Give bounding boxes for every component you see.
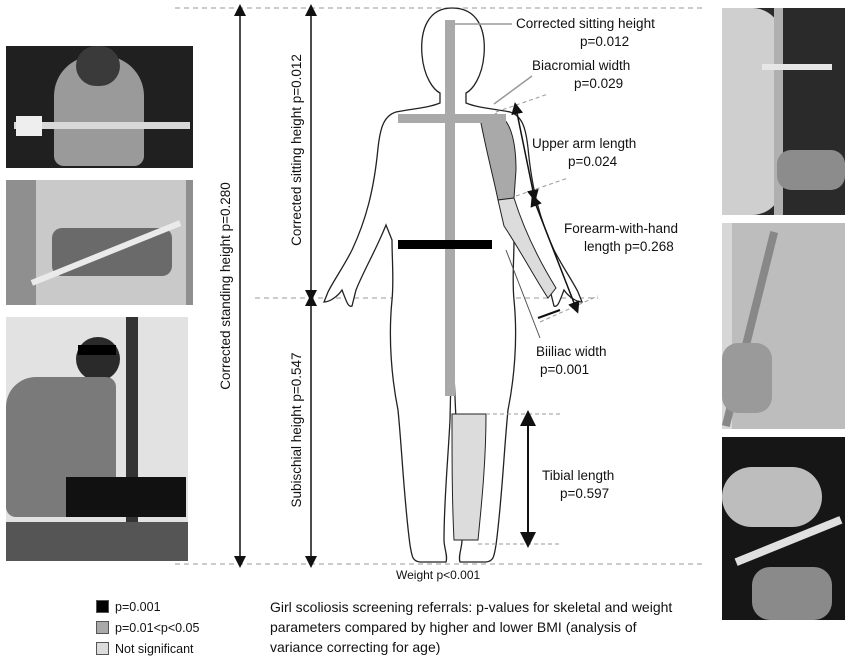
biiliac-p: p=0.001: [540, 362, 589, 377]
legend-item: p=0.001: [96, 596, 199, 617]
upper-arm-title: Upper arm length: [532, 136, 636, 151]
legend: p=0.001 p=0.01<p<0.05 Not significant: [96, 596, 199, 659]
forearm-dash-bottom: [540, 296, 598, 322]
biacromial-p: p=0.029: [574, 76, 623, 91]
weight-label: Weight p<0.001: [396, 568, 481, 582]
legend-item: Not significant: [96, 638, 199, 659]
subischial-height-label: Subischial height p=0.547: [289, 353, 304, 508]
tibial-p: p=0.597: [560, 486, 609, 501]
legend-label: p=0.001: [115, 600, 161, 614]
biiliac-bar: [398, 240, 492, 249]
standing-height-label: Corrected standing height p=0.280: [218, 182, 233, 390]
sitting-height-bar: [445, 20, 455, 396]
forearm-title-1: Forearm-with-hand: [564, 221, 678, 236]
biacromial-leader: [494, 76, 532, 104]
biiliac-title: Biiliac width: [536, 344, 607, 359]
legend-swatch-p005: [96, 621, 109, 634]
biacromial-bar: [398, 114, 506, 123]
legend-swatch-p001: [96, 600, 109, 613]
sitting-height-vertical-label: Corrected sitting height p=0.012: [289, 54, 304, 246]
legend-label: Not significant: [115, 642, 194, 656]
legend-item: p=0.01<p<0.05: [96, 617, 199, 638]
hand-end-tick: [538, 310, 560, 318]
legend-swatch-ns: [96, 642, 109, 655]
sitting-height-title: Corrected sitting height: [516, 16, 655, 31]
sitting-height-p: p=0.012: [580, 34, 629, 49]
biacromial-title: Biacromial width: [532, 58, 630, 73]
tibial-title: Tibial length: [542, 468, 614, 483]
figure-caption: Girl scoliosis screening referrals: p-va…: [270, 597, 690, 657]
upper-arm-p: p=0.024: [568, 154, 618, 169]
forearm-title-2: length p=0.268: [584, 239, 674, 254]
legend-label: p=0.01<p<0.05: [115, 621, 199, 635]
